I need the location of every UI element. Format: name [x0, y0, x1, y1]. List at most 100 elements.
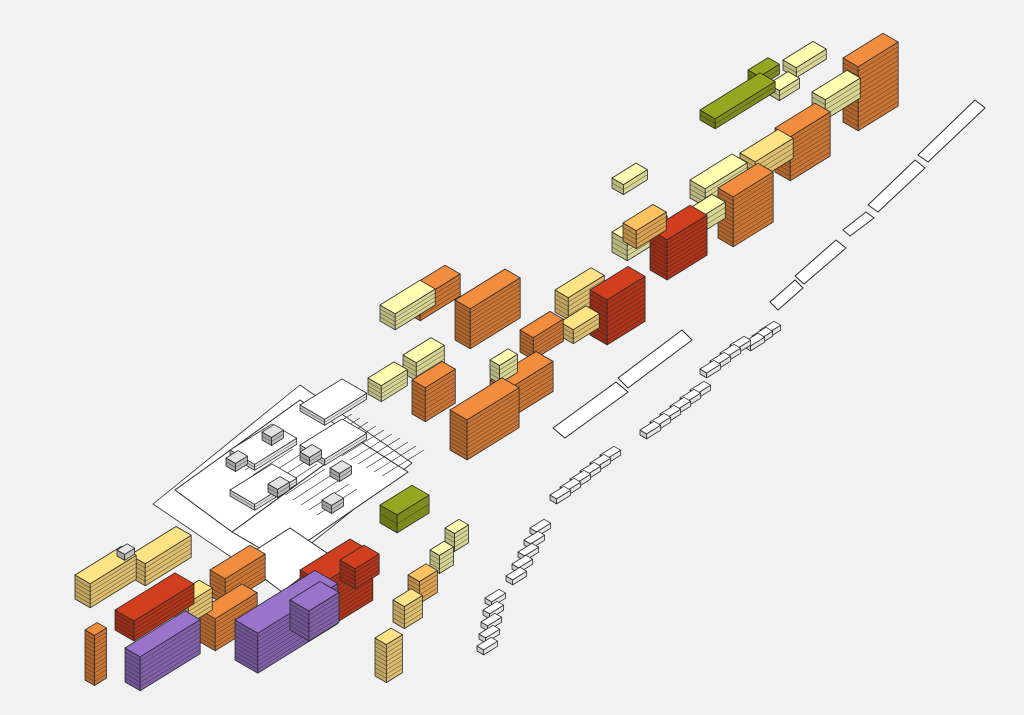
- terrace-5-floor-line: [374, 658, 387, 666]
- sw-purple-a-floor-line: [140, 636, 201, 674]
- sw-red-l-floor-line: [114, 625, 135, 638]
- ring4-orange-c-floor-line: [466, 403, 520, 437]
- north-olive-l-roof: [699, 72, 776, 120]
- ring4-orange-c-floor-line: [449, 437, 468, 449]
- sw-yellow-b-roof: [129, 526, 192, 565]
- sw-red-top-roof: [339, 544, 380, 570]
- ring2-yellow-floor-line: [611, 246, 628, 256]
- west-yellow-c-floor-line: [367, 381, 382, 390]
- ring2-yellow-small-floor-line: [623, 174, 648, 190]
- sw-orange-tall-floor-line: [84, 650, 95, 657]
- north-l-block-a-floor-line: [858, 101, 899, 127]
- central-court-block-2-floor-line: [299, 407, 325, 423]
- sw-red-l-floor-line: [133, 595, 195, 634]
- north-yellow-b: [782, 41, 827, 79]
- west-orange-c-roof: [411, 360, 456, 389]
- west-yellow-b-floor-line: [416, 349, 445, 368]
- sw-yellow-c-floor-line: [74, 586, 91, 596]
- ring3-yellow-floor-line: [568, 279, 605, 303]
- terrace-2-floor-line: [429, 558, 440, 565]
- ring1-yellow-floor-line: [689, 184, 706, 194]
- west-yellow-c-floor-line: [367, 385, 382, 394]
- north-l-block-a-floor-line: [858, 46, 899, 72]
- ring2-red-floor-line: [649, 241, 668, 253]
- sw-orange-tall-floor-line: [84, 646, 95, 653]
- ring2-red-floor-line: [666, 234, 708, 261]
- terrace-4: [392, 588, 423, 629]
- west-yellow-b-floor-line: [416, 358, 445, 377]
- central-core-6: [321, 492, 344, 514]
- west-orange-b-floor-line: [470, 301, 521, 333]
- sw-red-top-floor-line: [339, 575, 356, 585]
- ring1-orange-floor-line: [717, 221, 734, 231]
- sw-orange-tall-floor-line: [84, 642, 95, 649]
- sw-purple-c-floor-line: [308, 605, 340, 625]
- sw-orange-tall-floor-line: [94, 632, 107, 640]
- ring3-red-floor-line: [606, 294, 646, 319]
- ring4-orange-c-floor-line: [449, 441, 468, 453]
- sw-orange-tall-floor-line: [94, 636, 107, 645]
- central-court-block-2-roof: [299, 378, 368, 420]
- sw-red-l-floor-line: [133, 599, 195, 638]
- ring3-red-roof: [589, 266, 646, 301]
- west-yellow-c-floor-line: [367, 389, 382, 398]
- sw-orange-tall-floor-line: [84, 633, 95, 640]
- ring3-red-floor-line: [606, 280, 646, 305]
- terrace-5-floor-line: [374, 642, 387, 650]
- sw-purple-a-floor-line: [124, 673, 141, 683]
- central-core-3-roof: [329, 460, 352, 474]
- central-court-block-3-floor-line: [229, 492, 255, 508]
- west-orange-c-floor-line: [425, 394, 456, 414]
- west-orange-b-floor-line: [454, 303, 471, 313]
- sw-red-top: [339, 544, 380, 590]
- north-yellow-a-floor-line: [825, 87, 861, 110]
- ring4-orange-c-floor-line: [449, 417, 468, 429]
- terrace-5-floor-line: [374, 671, 387, 679]
- north-l-block-a-floor-line: [842, 62, 859, 72]
- sw-red-top-floor-line: [339, 571, 356, 581]
- sw-red-l-floor-line: [133, 591, 195, 630]
- ring4-orange-floor-line: [533, 333, 564, 353]
- north-yellow-b-floor-line: [796, 53, 827, 73]
- sw-orange-tall-floor-line: [84, 638, 95, 645]
- sw-orange-b-floor-line: [215, 600, 258, 627]
- sw-purple-a-floor-line: [124, 652, 141, 662]
- terrace-4-floor-line: [404, 612, 423, 625]
- sw-purple-c-floor-line: [289, 604, 310, 616]
- ring2-orange-roof: [622, 203, 667, 232]
- sw-red-top-floor-line: [355, 569, 380, 585]
- ring4-orange-c-floor-line: [449, 429, 468, 441]
- strip-far-2: [867, 159, 926, 213]
- ring2-red-floor-line: [666, 218, 708, 245]
- sw-purple-b-floor-line: [234, 651, 258, 666]
- terrace-2-roof: [429, 540, 454, 556]
- ring4-yellow-floor-line: [499, 358, 518, 371]
- rowhouse-f-unit-5-roof: [476, 636, 499, 651]
- ring1-orange-floor-line: [733, 213, 774, 239]
- terrace-4-roof: [392, 588, 423, 607]
- ring2-orange-floor-line: [622, 231, 637, 240]
- ring3-yellow-floor-line: [554, 307, 569, 316]
- ring3-yellow-floor-line: [554, 298, 569, 307]
- ring4-orange-c-floor-line: [449, 425, 468, 437]
- ring4-orange-c-floor-line: [466, 399, 520, 433]
- sw-orange-b-roof: [199, 583, 258, 620]
- ring1-orange-floor-line: [717, 229, 734, 239]
- ring1-orange-floor-line: [717, 191, 734, 202]
- ring2-orange: [622, 203, 667, 250]
- ring3-red-floor-line: [589, 298, 608, 310]
- west-orange-b-floor-line: [454, 323, 471, 333]
- central-court-block-3-roof: [229, 463, 298, 505]
- rowhouse-b-unit-4-roof: [699, 359, 722, 374]
- north-olive-l-floor-line: [699, 114, 716, 124]
- north-olive-a-roof: [747, 57, 780, 77]
- sw-kiosk: [116, 543, 136, 561]
- ring1-orange-floor-line: [733, 196, 774, 222]
- ring2-red-floor-line: [649, 265, 668, 277]
- ring4-orange-c-floor-line: [466, 395, 520, 429]
- terrace-5-floor-line: [386, 651, 403, 662]
- sw-purple-a-floor-line: [124, 664, 141, 674]
- north-l-block-a-floor-line: [842, 117, 859, 127]
- north-l-block-a-floor-line: [858, 92, 899, 118]
- ring1-yellow-floor-line: [689, 188, 706, 198]
